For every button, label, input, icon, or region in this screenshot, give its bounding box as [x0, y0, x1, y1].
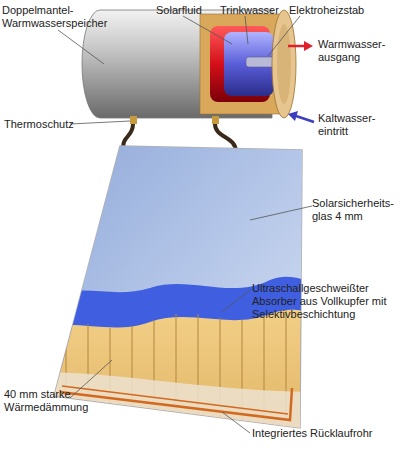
hot-water-arrowhead — [304, 41, 313, 51]
callout-label: Kaltwasser- eintritt — [318, 112, 398, 138]
callout-label: Ultraschallgeschweißter Absorber aus Vol… — [252, 282, 392, 321]
callout-label: Solarsicherheits- glas 4 mm — [312, 197, 400, 223]
callout-label: 40 mm starke Wärmedämmung — [4, 388, 84, 414]
storage-tank — [82, 10, 296, 118]
pipe-fitting — [212, 116, 219, 124]
leader-lines — [58, 16, 312, 433]
cold-water-arrow — [296, 116, 314, 122]
callout-label: Solarfluid — [156, 4, 226, 17]
thermal-protection-fitting — [130, 116, 137, 124]
callout-label: Trinkwasser — [220, 4, 290, 17]
callout-label: Integriertes Rücklaufrohr — [252, 427, 400, 440]
cold-water-arrowhead — [288, 111, 298, 121]
callout-label: Elektroheizstab — [289, 4, 389, 17]
hot-water-arrow — [288, 45, 306, 48]
callout-label: Doppelmantel- Warmwasserspeicher — [2, 4, 114, 30]
callout-label: Warmwasser- ausgang — [318, 38, 398, 64]
callout-label: Thermoschutz — [4, 118, 94, 131]
